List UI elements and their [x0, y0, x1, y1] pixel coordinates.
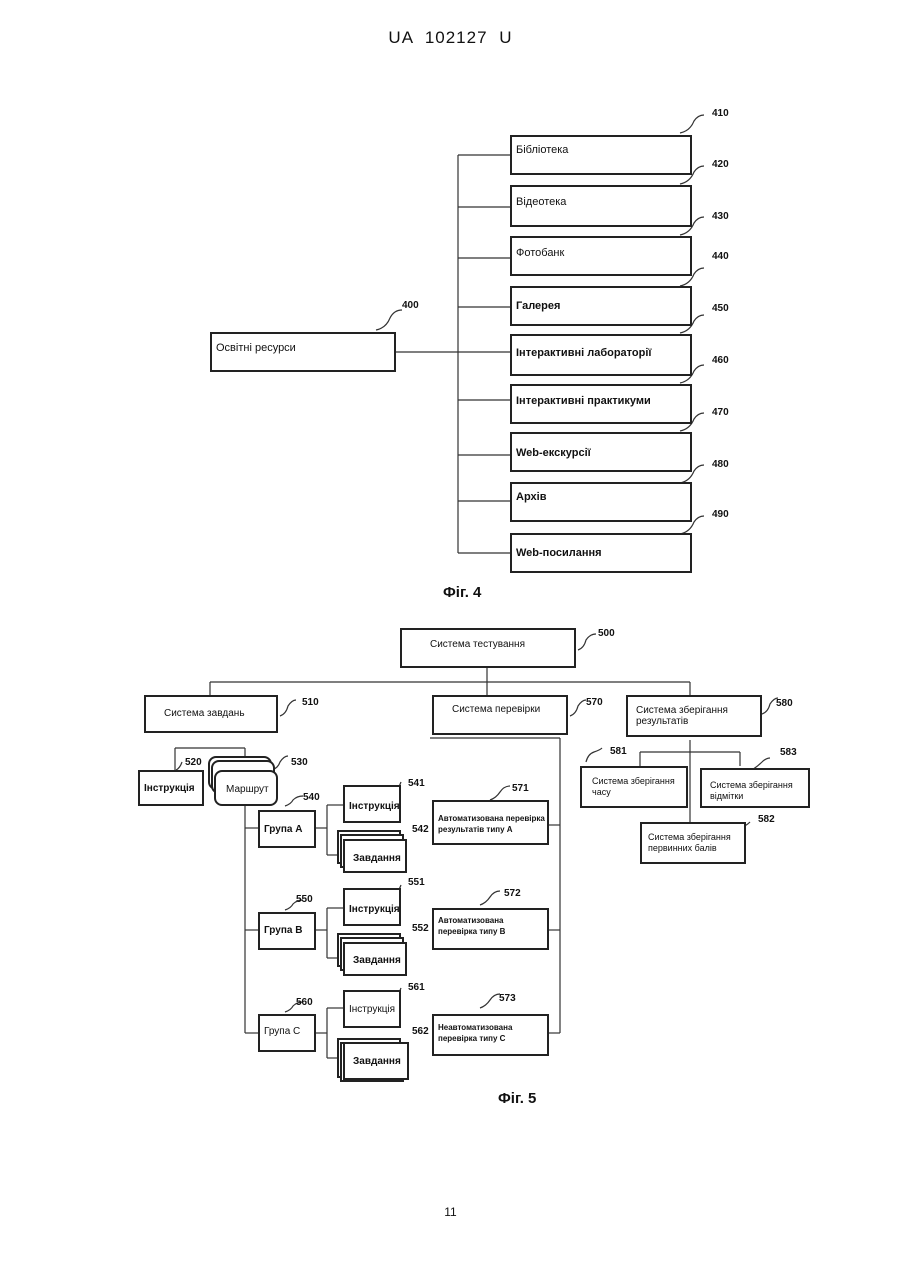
route-box: Маршрут [214, 770, 278, 806]
group-c-task-box: Завдання [343, 1042, 409, 1080]
ref-420: 420 [712, 159, 729, 170]
ref-551: 551 [408, 877, 425, 888]
ref-440: 440 [712, 251, 729, 262]
ref-562: 562 [412, 1026, 429, 1037]
task-system-box: Система завдань [144, 695, 278, 733]
instruction-main-box: Інструкція [138, 770, 204, 806]
ref-580: 580 [776, 698, 793, 709]
group-b-task-box: Завдання [343, 942, 407, 976]
check-type-c-box: Неавтоматизована перевірка типу С [432, 1014, 549, 1056]
ref-550: 550 [296, 894, 313, 905]
fig5-caption: Фіг. 5 [498, 1090, 536, 1107]
page-number: 11 [0, 1205, 901, 1219]
group-a-task-box: Завдання [343, 839, 407, 873]
check-type-a-box: Автоматизована перевірка результатів тип… [432, 800, 549, 845]
ref-573: 573 [499, 993, 516, 1004]
ref-571: 571 [512, 783, 529, 794]
photobank-box: Фотобанк [510, 236, 692, 276]
group-c-instruction-box: Інструкція [343, 990, 401, 1028]
web-links-box: Web-посилання [510, 533, 692, 573]
ref-561: 561 [408, 982, 425, 993]
ref-460: 460 [712, 355, 729, 366]
ref-500: 500 [598, 628, 615, 639]
ref-400: 400 [402, 300, 419, 311]
testing-system-box: Система тестування [400, 628, 576, 668]
primary-scores-storage-box: Система зберігання первинних балів [640, 822, 746, 864]
ref-470: 470 [712, 407, 729, 418]
interactive-practicums-box: Інтерактивні практикуми [510, 384, 692, 424]
results-storage-box: Система зберігання результатів [626, 695, 762, 737]
interactive-labs-box: Інтерактивні лабораторії [510, 334, 692, 376]
mark-storage-box: Система зберігання відмітки [700, 768, 810, 808]
ref-570: 570 [586, 697, 603, 708]
ref-410: 410 [712, 108, 729, 119]
ref-541: 541 [408, 778, 425, 789]
ref-430: 430 [712, 211, 729, 222]
ref-560: 560 [296, 997, 313, 1008]
ref-582: 582 [758, 814, 775, 825]
fig4-caption: Фіг. 4 [443, 584, 481, 601]
ref-450: 450 [712, 303, 729, 314]
edu-resources-box: Освітні ресурси [210, 332, 396, 372]
video-library-box: Відеотека [510, 185, 692, 227]
group-b-box: Група В [258, 912, 316, 950]
gallery-box: Галерея [510, 286, 692, 326]
time-storage-box: Система зберігання часу [580, 766, 688, 808]
archive-box: Архів [510, 482, 692, 522]
ref-540: 540 [303, 792, 320, 803]
ref-572: 572 [504, 888, 521, 899]
ref-583: 583 [780, 747, 797, 758]
ref-552: 552 [412, 923, 429, 934]
ref-530: 530 [291, 757, 308, 768]
check-type-b-box: Автоматизована перевірка типу В [432, 908, 549, 950]
ref-542: 542 [412, 824, 429, 835]
library-box: Бібліотека [510, 135, 692, 175]
group-a-instruction-box: Інструкція [343, 785, 401, 823]
group-c-box: Група С [258, 1014, 316, 1052]
check-system-box: Система перевірки [432, 695, 568, 735]
ref-510: 510 [302, 697, 319, 708]
ref-581: 581 [610, 746, 627, 757]
ref-490: 490 [712, 509, 729, 520]
group-b-instruction-box: Інструкція [343, 888, 401, 926]
ref-520: 520 [185, 757, 202, 768]
ref-480: 480 [712, 459, 729, 470]
web-excursions-box: Web-екскурсії [510, 432, 692, 472]
group-a-box: Група А [258, 810, 316, 848]
